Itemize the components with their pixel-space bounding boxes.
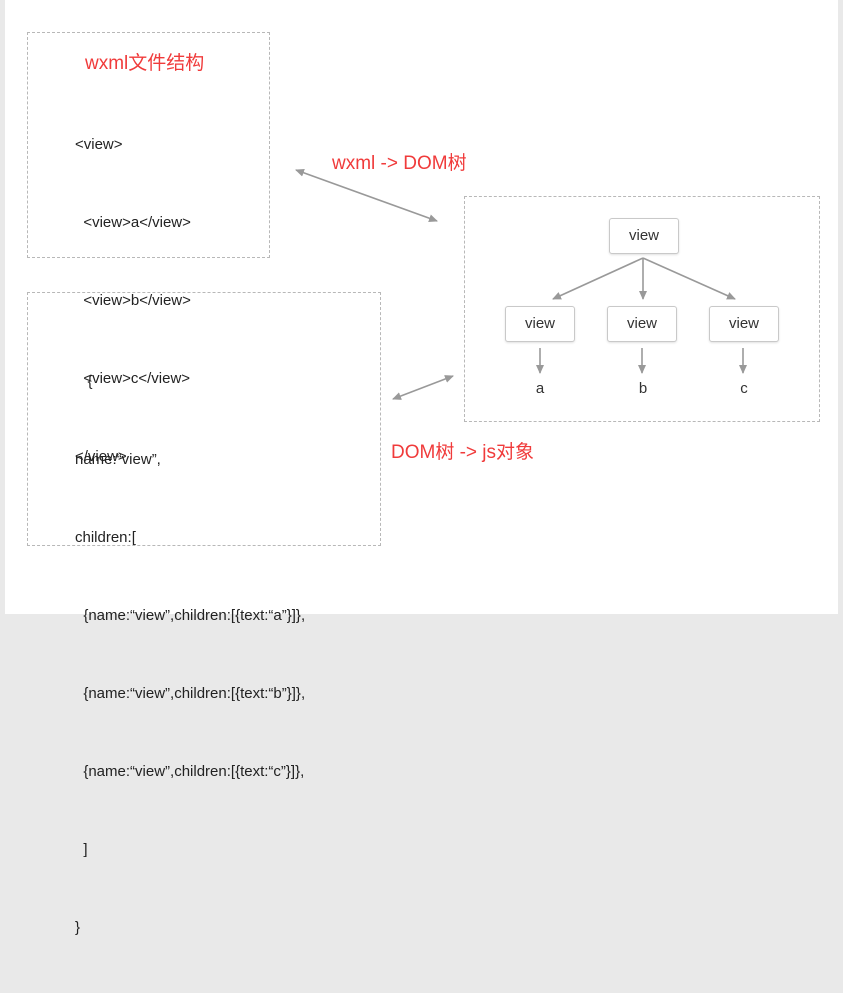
js-line: {name:“view”,children:[{text:“a”}]}, [75,607,306,624]
wxml-line: <view>b</view> [75,292,191,309]
js-object-box [27,292,381,546]
wxml-code: <view> <view>a</view> <view>b</view> <vi… [75,80,191,522]
tree-edge-left [552,257,644,300]
dom-tree-box [464,196,820,422]
js-line: {name:“view”,children:[{text:“c”}]}, [75,763,305,780]
js-line: children:[ [75,529,136,546]
tree-root-node: view [609,218,679,254]
wxml-box-title: wxml文件结构 [85,53,205,74]
wxml-line: <view> [75,136,123,153]
tree-child-node: view [607,306,677,342]
tree-child-node: view [505,306,575,342]
wxml-dom-double-arrow [295,168,438,223]
wxml-structure-box [27,32,270,258]
dom-to-js-label: DOM树 -> js对象 [391,442,535,463]
js-line: { [75,373,93,390]
wxml-line: <view>c</view> [75,370,191,387]
tree-child-node: view [709,306,779,342]
tree-leaf-a: a [535,380,545,397]
js-line: {name:“view”,children:[{text:“b”}]}, [75,685,306,702]
dom-js-double-arrow [392,375,454,400]
wxml-line: <view>a</view> [75,214,191,231]
arrows-layer [295,168,747,400]
wxml-to-dom-label: wxml -> DOM树 [332,153,467,174]
tree-edge-right [642,257,736,300]
js-line: } [75,919,81,936]
js-line: ] [75,841,88,858]
diagram-canvas: wxml文件结构 <view> <view>a</view> <view>b</… [5,0,838,936]
wxml-line: </view> [75,448,127,465]
js-line: name:“view”, [75,451,161,468]
tree-leaf-b: b [638,380,648,397]
tree-leaf-c: c [740,380,748,397]
